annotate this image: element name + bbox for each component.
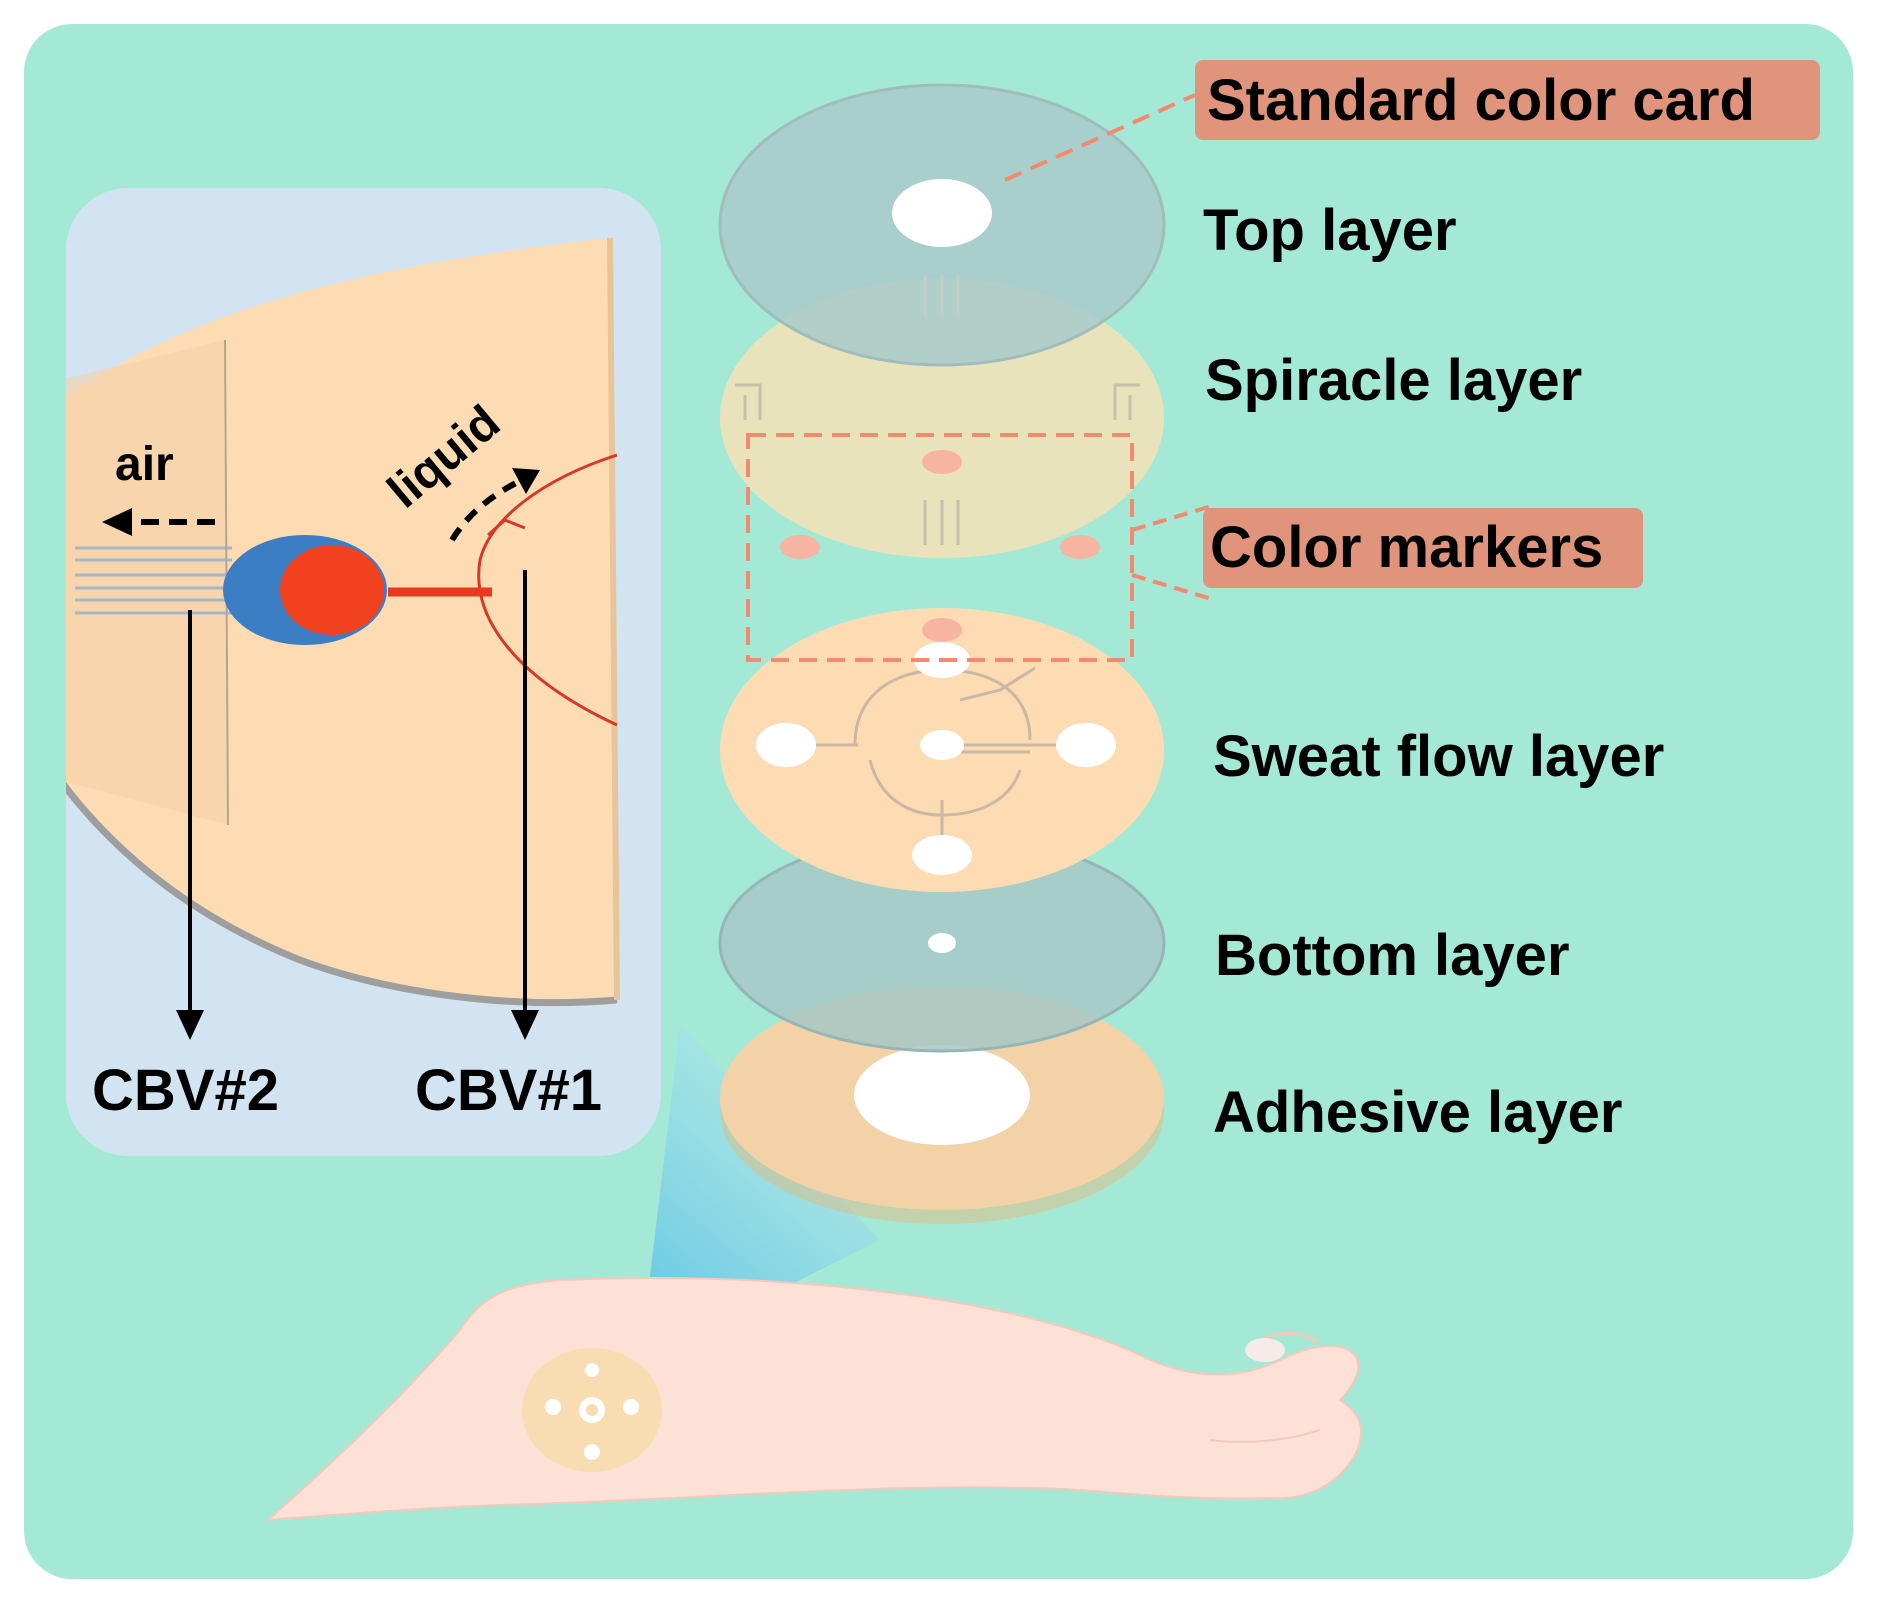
standard-color-card-label: Standard color card xyxy=(1207,68,1755,133)
sweat-flow-layer-disc xyxy=(720,608,1164,892)
color-marker-dots xyxy=(780,450,1100,642)
standard-color-card-callout: Standard color card xyxy=(1195,60,1820,140)
cbv2-label: CBV#2 xyxy=(92,1058,279,1123)
color-markers-dashed-box xyxy=(746,433,1134,662)
bottom-layer-label: Bottom layer xyxy=(1215,923,1570,988)
color-markers-callout: Color markers xyxy=(1203,508,1643,588)
adhesive-layer-label: Adhesive layer xyxy=(1213,1080,1622,1145)
arm-illustration xyxy=(265,1277,1363,1522)
patch-on-arm xyxy=(522,1348,662,1472)
projection-beam xyxy=(640,1025,880,1360)
cbv1-label: CBV#1 xyxy=(415,1058,602,1123)
top-layer-disc xyxy=(718,83,1166,367)
spiracle-layer-disc xyxy=(720,278,1164,558)
air-label: air xyxy=(115,438,174,491)
top-layer-label: Top layer xyxy=(1203,198,1457,263)
inset-panel: air liquid CBV#2 CBV#1 xyxy=(66,188,661,1156)
color-markers-label: Color markers xyxy=(1210,515,1603,580)
color-card-leader-line xyxy=(1004,93,1196,182)
spiracle-layer-label: Spiracle layer xyxy=(1205,348,1582,413)
sweat-flow-layer-label: Sweat flow layer xyxy=(1213,724,1664,789)
adhesive-layer-disc xyxy=(720,986,1164,1224)
